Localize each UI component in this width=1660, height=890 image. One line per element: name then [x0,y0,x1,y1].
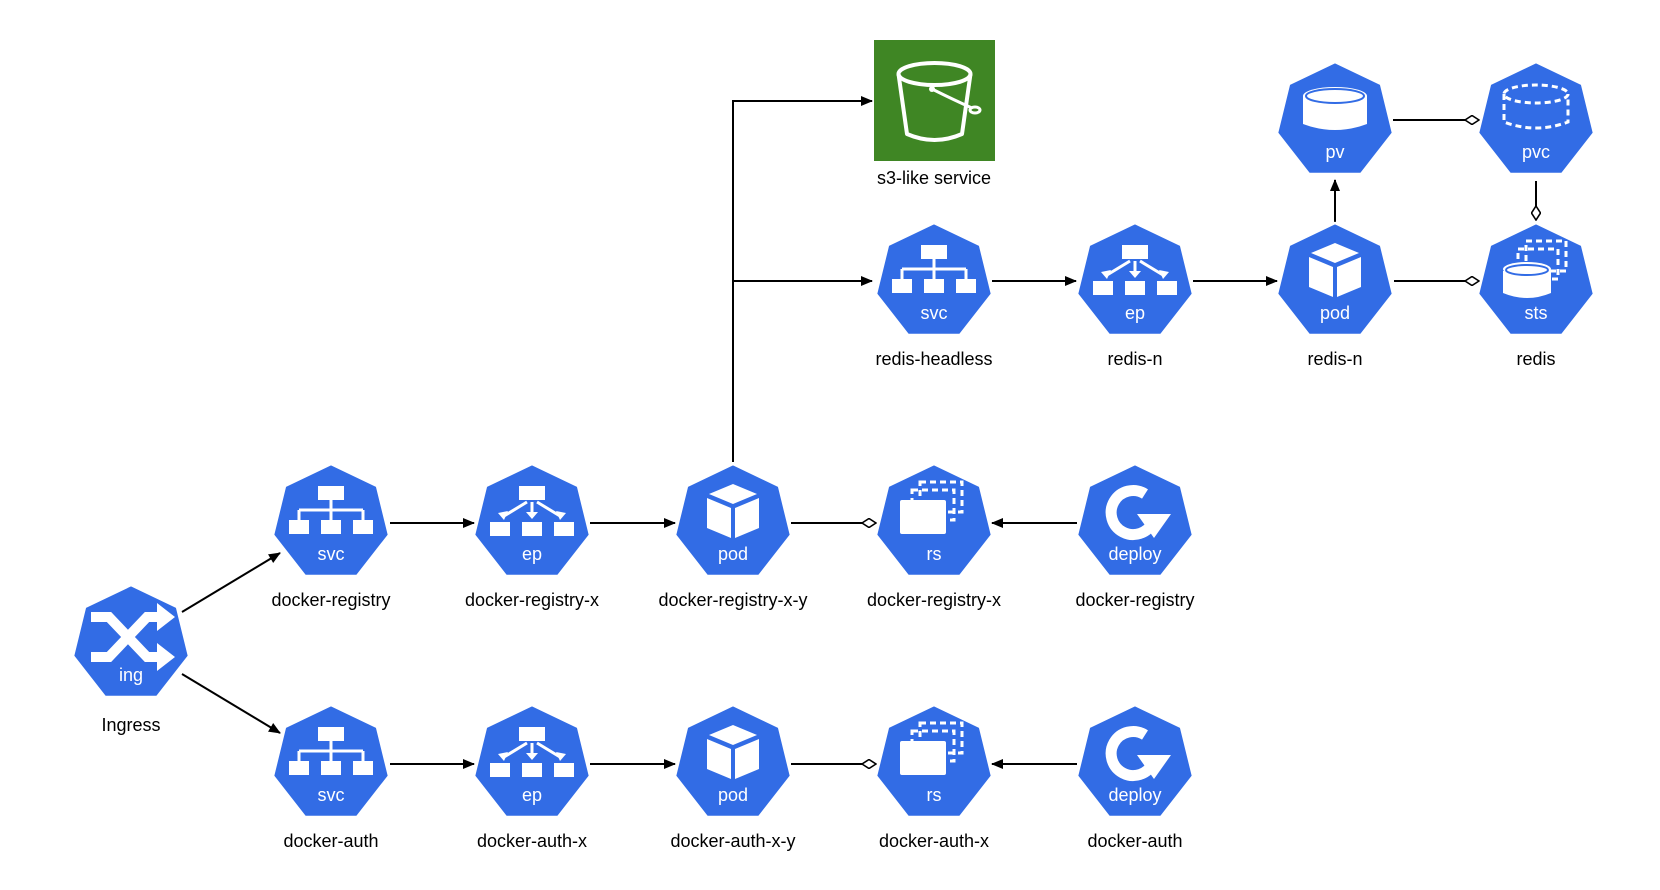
ingress-icon [91,603,175,671]
statefulset-icon [1503,239,1568,298]
replicaset-icon [900,721,964,775]
auth-pod-label: docker-auth-x-y [670,831,796,851]
auth-service-node[interactable]: svc [271,703,391,823]
persistent-volume-claim-kind-label: pvc [1521,142,1550,162]
registry-pod-label: docker-registry-x-y [658,590,808,610]
redis-pod-node[interactable]: pod [1275,221,1395,341]
registry-service-label: docker-registry [271,590,391,610]
endpoints-icon [490,486,574,536]
registry-deployment-node[interactable]: deploy [1075,462,1195,582]
replicaset-icon [900,480,964,534]
s3-label: s3-like service [876,168,992,188]
persistent-volume-claim-node[interactable]: pvc [1476,60,1596,180]
registry-service-node[interactable]: svc [271,462,391,582]
persistent-volume-node[interactable]: pv [1275,60,1395,180]
auth-deployment-label: docker-auth [1087,831,1183,851]
s3-bucket-icon [896,61,982,142]
auth-replicaset-kind-label: rs [926,785,942,805]
registry-pod-kind-label: pod [717,544,749,564]
registry-endpoints-node[interactable]: ep [472,462,592,582]
deployment-icon [1105,726,1171,781]
auth-pod-kind-label: pod [717,785,749,805]
redis-service-node[interactable]: svc [874,221,994,341]
auth-service-kind-label: svc [317,785,345,805]
edge-ingress-to-auth-svc [181,673,281,734]
redis-service-kind-label: svc [920,303,948,323]
registry-pod-node[interactable]: pod [673,462,793,582]
auth-deployment-node[interactable]: deploy [1075,703,1195,823]
edge-registry-pod-to-s3 [732,96,873,462]
endpoints-icon [1093,245,1177,295]
redis-service-label: redis-headless [875,349,993,369]
persistent-volume-icon [1303,87,1367,130]
auth-replicaset-node[interactable]: rs [874,703,994,823]
auth-pod-node[interactable]: pod [673,703,793,823]
service-icon [289,727,373,775]
auth-endpoints-kind-label: ep [521,785,543,805]
pod-icon [1309,243,1361,297]
service-icon [892,245,976,293]
registry-replicaset-label: docker-registry-x [866,590,1002,610]
redis-endpoints-kind-label: ep [1124,303,1146,323]
registry-replicaset-node[interactable]: rs [874,462,994,582]
registry-deployment-kind-label: deploy [1108,544,1162,564]
redis-statefulset-label: redis [1516,349,1556,369]
service-icon [289,486,373,534]
pod-icon [707,484,759,538]
auth-endpoints-node[interactable]: ep [472,703,592,823]
auth-endpoints-label: docker-auth-x [476,831,588,851]
auth-service-label: docker-auth [283,831,379,851]
registry-endpoints-label: docker-registry-x [464,590,600,610]
registry-replicaset-kind-label: rs [926,544,942,564]
persistent-volume-kind-label: pv [1325,142,1345,162]
deployment-icon [1105,485,1171,540]
ingress-kind-label: ing [118,665,144,685]
s3-like-service[interactable] [874,40,995,161]
registry-deployment-label: docker-registry [1075,590,1195,610]
redis-statefulset-node[interactable]: sts [1476,221,1596,341]
persistent-volume-claim-icon [1502,83,1570,130]
registry-endpoints-kind-label: ep [521,544,543,564]
registry-service-kind-label: svc [317,544,345,564]
redis-pod-kind-label: pod [1319,303,1351,323]
redis-pod-label: redis-n [1307,349,1363,369]
pod-icon [707,725,759,779]
auth-deployment-kind-label: deploy [1108,785,1162,805]
redis-statefulset-kind-label: sts [1524,303,1548,323]
edge-ingress-to-registry-svc [181,552,281,613]
redis-endpoints-label: redis-n [1107,349,1163,369]
ingress-label: Ingress [101,715,161,735]
ingress-node[interactable]: ing [71,583,191,703]
redis-endpoints-node[interactable]: ep [1075,221,1195,341]
auth-replicaset-label: docker-auth-x [878,831,990,851]
endpoints-icon [490,727,574,777]
